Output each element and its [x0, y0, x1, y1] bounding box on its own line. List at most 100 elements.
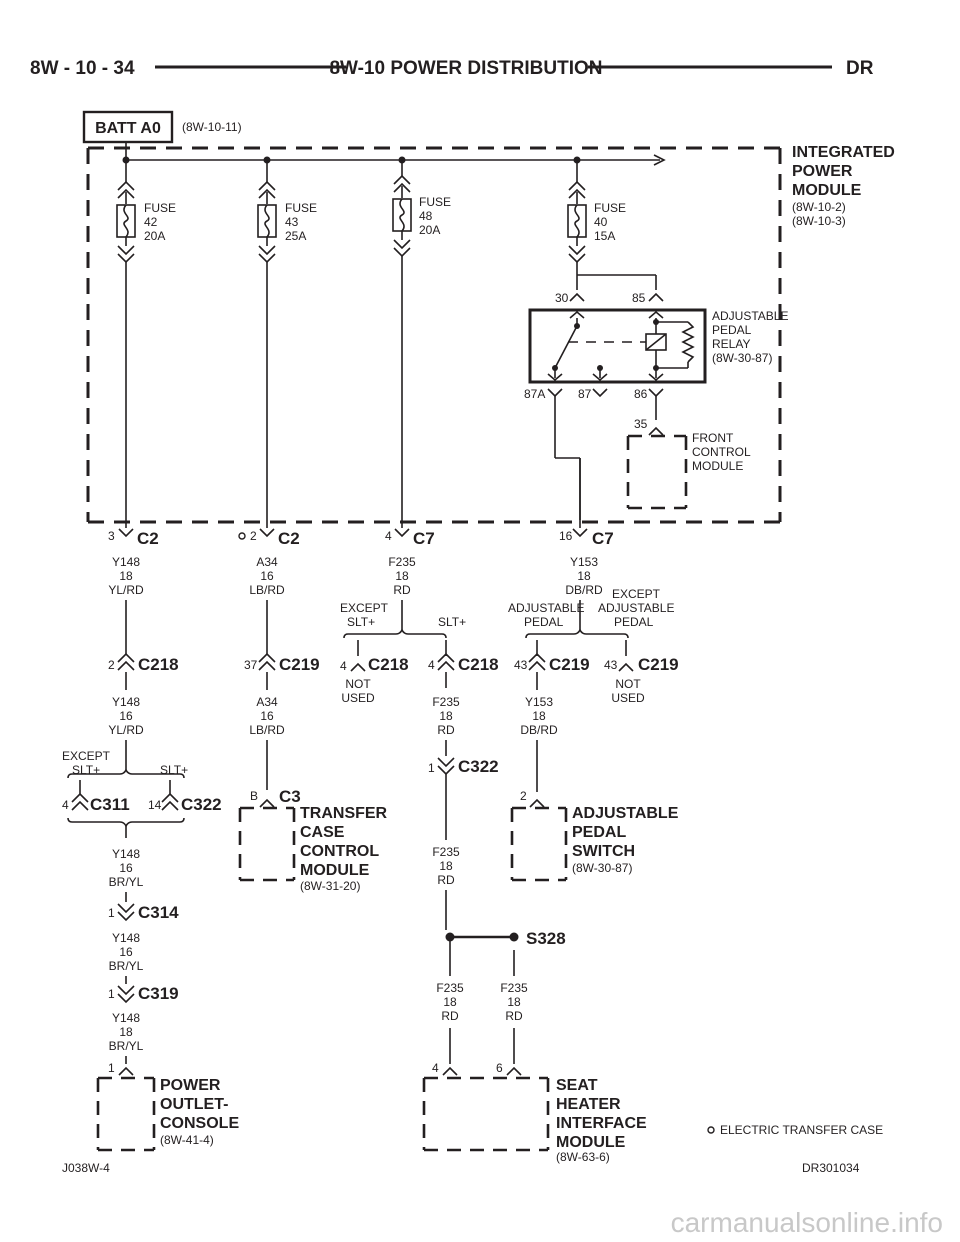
- not-used-1b: USED: [341, 691, 375, 705]
- page-footer: J038W-4 DR301034: [62, 1161, 860, 1175]
- opt1-except: EXCEPT: [62, 749, 111, 763]
- relay-pin-30: 30: [555, 291, 569, 305]
- poc-label-3: CONSOLE: [160, 1115, 239, 1132]
- tccm-ref: (8W-31-20): [300, 879, 360, 893]
- relay-pin-87: 87: [578, 387, 592, 401]
- poc-label-1: POWER: [160, 1077, 221, 1094]
- not-used-1a: NOT: [345, 677, 371, 691]
- relay-bottom-pins: 87A 87 86: [524, 387, 664, 520]
- transfer-case-control-module: TRANSFER CASE CONTROL MODULE (8W-31-20): [238, 805, 388, 893]
- relay-feed: 30 85: [555, 262, 664, 305]
- shim-label-2: HEATER: [556, 1096, 621, 1113]
- c314-label: C314: [138, 903, 179, 922]
- w1c-color: BR/YL: [109, 875, 144, 889]
- opt3-except-1: EXCEPT: [612, 587, 661, 601]
- ipm-outline: INTEGRATED POWER MODULE (8W-10-2) (8W-10…: [86, 144, 895, 524]
- w3a-circuit: F235: [388, 555, 416, 569]
- c2-label-a: C2: [137, 529, 159, 548]
- fuse-42-l1: FUSE: [144, 201, 176, 215]
- aps-label-3: SWITCH: [572, 843, 635, 860]
- w3c-circuit: F235: [432, 845, 460, 859]
- c218c-label: C218: [458, 655, 499, 674]
- c7-label-a: C7: [413, 529, 435, 548]
- not-used-2b: USED: [611, 691, 645, 705]
- c218b-label: C218: [368, 655, 409, 674]
- c7-label-b: C7: [592, 529, 614, 548]
- aps-label-1: ADJUSTABLE: [572, 805, 679, 822]
- power-outlet-console: 1 POWER OUTLET- CONSOLE (8W-41-4): [96, 1061, 239, 1152]
- c219a-label: C219: [279, 655, 320, 674]
- c218a-label: C218: [138, 655, 179, 674]
- batt-ref: (8W-10-11): [182, 120, 242, 134]
- circuit-f235: F235 18 RD EXCEPT SLT+ SLT+ 4 C218 NOT U…: [340, 555, 566, 1076]
- w1e-color: BR/YL: [109, 1039, 144, 1053]
- s328-label: S328: [526, 929, 566, 948]
- fcm-label-1: FRONT: [692, 431, 734, 445]
- c319-label: C319: [138, 984, 179, 1003]
- fuse-40-l3: 15A: [594, 229, 615, 243]
- c7-pin-4: 4: [385, 529, 392, 543]
- fuse-40-l1: FUSE: [594, 201, 626, 215]
- ipm-title-3: MODULE: [792, 182, 862, 199]
- aps-label-2: PEDAL: [572, 824, 626, 841]
- c322b-pin: 1: [428, 761, 435, 775]
- page-title: 8W-10 POWER DISTRIBUTION: [329, 58, 602, 79]
- c322b-label: C322: [458, 757, 499, 776]
- batt-label: BATT A0: [95, 120, 161, 137]
- w1b-color: YL/RD: [108, 723, 144, 737]
- fuse-42: FUSE 42 20A: [116, 160, 176, 263]
- aps-pin: 2: [520, 789, 527, 803]
- opt1-except-slt: SLT+: [72, 763, 100, 777]
- w3d-color: RD: [441, 1009, 459, 1023]
- w4b-color: DB/RD: [520, 723, 558, 737]
- c218c-pin: 4: [428, 658, 435, 672]
- c311-pin: 4: [62, 798, 69, 812]
- ipm-title-2: POWER: [792, 163, 853, 180]
- w3c-gauge: 18: [439, 859, 453, 873]
- w1d-gauge: 16: [119, 945, 133, 959]
- w1b-circuit: Y148: [112, 695, 140, 709]
- w2a-color: LB/RD: [249, 583, 285, 597]
- relay-pin-87a: 87A: [524, 387, 545, 401]
- aps-ref: (8W-30-87): [572, 861, 632, 875]
- opt2-except-slt: SLT+: [347, 615, 375, 629]
- poc-ref: (8W-41-4): [160, 1133, 214, 1147]
- w3a-color: RD: [393, 583, 411, 597]
- relay-label-4: (8W-30-87): [712, 351, 772, 365]
- c219c-pin: 43: [604, 658, 618, 672]
- opt3-except-2: ADJUSTABLE: [598, 601, 674, 615]
- c314-pin: 1: [108, 906, 115, 920]
- c218b-pin: 4: [340, 659, 347, 673]
- w3a-gauge: 18: [395, 569, 409, 583]
- page-number: 8W - 10 - 34: [30, 58, 135, 79]
- model-code: DR: [846, 58, 874, 79]
- fuse-43-l1: FUSE: [285, 201, 317, 215]
- w3e-color: RD: [505, 1009, 523, 1023]
- ipm-internal-wires: [125, 256, 581, 528]
- tccm-label-2: CASE: [300, 824, 345, 841]
- not-used-2a: NOT: [615, 677, 641, 691]
- w4a-color: DB/RD: [565, 583, 603, 597]
- front-control-module: 35 FRONT CONTROL MODULE: [626, 417, 751, 510]
- c7-pin-16: 16: [559, 529, 573, 543]
- c2-label-b: C2: [278, 529, 300, 548]
- tccm-label-1: TRANSFER: [300, 805, 388, 822]
- w1a-color: YL/RD: [108, 583, 144, 597]
- shim-pin-4: 4: [432, 1061, 439, 1075]
- w1b-gauge: 16: [119, 709, 133, 723]
- fcm-label-2: CONTROL: [692, 445, 751, 459]
- opt3-adj-2: PEDAL: [524, 615, 564, 629]
- opt3-except-3: PEDAL: [614, 615, 654, 629]
- fcm-label-3: MODULE: [692, 459, 743, 473]
- w3b-gauge: 18: [439, 709, 453, 723]
- fuse-42-l2: 42: [144, 215, 158, 229]
- etc-marker: [238, 532, 246, 540]
- legend: ELECTRIC TRANSFER CASE: [707, 1123, 883, 1137]
- c311-label: C311: [90, 795, 130, 814]
- fuse-40: FUSE 40 15A: [567, 160, 626, 263]
- w3b-color: RD: [437, 723, 455, 737]
- shim-label-1: SEAT: [556, 1077, 598, 1094]
- poc-label-2: OUTLET-: [160, 1096, 228, 1113]
- w1e-gauge: 18: [119, 1025, 133, 1039]
